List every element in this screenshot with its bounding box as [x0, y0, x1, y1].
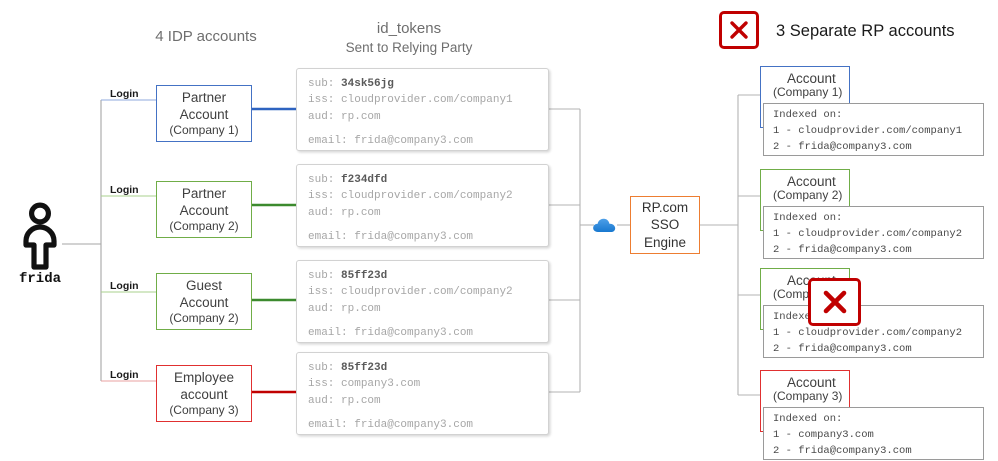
rp-account-title: Account: [787, 375, 836, 390]
rp-index-card-3: Indexed on: 1 - cloudprovider.com/compan…: [763, 305, 984, 358]
id-token-box-3: sub: 85ff23d iss: cloudprovider.com/comp…: [296, 260, 549, 343]
token-sub-row: sub: f234dfd: [308, 174, 388, 186]
idp-account-line3: (Company 3): [169, 403, 239, 418]
token-sub-value: 85ff23d: [341, 270, 388, 282]
idp-account-line1: Guest: [185, 277, 223, 293]
rp-index-card-1: Indexed on: 1 - cloudprovider.com/compan…: [763, 103, 984, 156]
header-id-tokens-subtitle: Sent to Relying Party: [345, 40, 473, 55]
token-iss-row: iss: company3.com: [308, 378, 421, 391]
index-label: Indexed on:: [773, 109, 843, 121]
rp-account-subtitle: (Company 2): [773, 188, 843, 202]
token-iss-row: iss: cloudprovider.com/company2: [308, 190, 513, 203]
x-icon: [730, 21, 748, 39]
header-rp-accounts: 3 Separate RP accounts: [776, 22, 955, 40]
login-label-3: Login: [110, 280, 139, 292]
idp-account-box-1[interactable]: Partner Account (Company 1): [156, 85, 252, 142]
index-label: Indexed on:: [773, 413, 843, 425]
token-sub-row: sub: 34sk56jg: [308, 78, 394, 90]
x-icon: [823, 290, 846, 314]
token-email-value: frida@company3.com: [354, 230, 474, 243]
rp-account-title: Account: [787, 71, 836, 86]
token-iss-value: cloudprovider.com/company1: [341, 94, 513, 107]
sso-engine-line2: SSO: [650, 217, 680, 233]
rp-account-title: Account: [787, 174, 836, 189]
idp-account-box-4[interactable]: Employee account (Company 3): [156, 365, 252, 422]
header-id-tokens: id_tokens: [376, 20, 442, 37]
token-iss-row: iss: cloudprovider.com/company2: [308, 286, 513, 299]
index-row: 1 - company3.com: [773, 428, 874, 441]
token-email-row: email: frida@company3.com: [308, 134, 474, 147]
token-aud-row: aud: rp.com: [308, 110, 381, 123]
index-row: 1 - cloudprovider.com/company2: [773, 326, 963, 339]
id-token-box-1: sub: 34sk56jg iss: cloudprovider.com/com…: [296, 68, 549, 151]
sso-engine-line3: Engine: [643, 234, 687, 250]
token-aud-row: aud: rp.com: [308, 302, 381, 315]
token-email-row: email: frida@company3.com: [308, 326, 474, 339]
token-aud-value: rp.com: [341, 110, 381, 123]
index-row: 2 - frida@company3.com: [773, 243, 912, 256]
token-email-row: email: frida@company3.com: [308, 230, 474, 243]
token-email-value: frida@company3.com: [354, 418, 474, 431]
login-label-4: Login: [110, 369, 139, 381]
token-aud-value: rp.com: [341, 206, 381, 219]
idp-account-box-3[interactable]: Guest Account (Company 2): [156, 273, 252, 330]
token-aud-row: aud: rp.com: [308, 394, 381, 407]
x-mark-duplicate-account: [808, 278, 861, 326]
token-email-value: frida@company3.com: [354, 326, 474, 339]
token-sub-value: f234dfd: [341, 174, 388, 186]
idp-account-line2: Account: [179, 202, 229, 218]
idp-account-line2: Account: [179, 106, 229, 122]
header-idp-accounts: 4 IDP accounts: [155, 28, 257, 45]
idp-account-line3: (Company 2): [169, 219, 239, 234]
token-sub-value: 85ff23d: [341, 362, 388, 374]
idp-account-line2: Account: [179, 294, 229, 310]
rp-account-subtitle: (Company 3): [773, 389, 843, 403]
token-sub-value: 34sk56jg: [341, 78, 394, 90]
idp-account-line3: (Company 1): [169, 123, 239, 138]
id-token-box-2: sub: f234dfd iss: cloudprovider.com/comp…: [296, 164, 549, 247]
token-aud-value: rp.com: [341, 302, 381, 315]
rp-index-card-4: Indexed on: 1 - company3.com 2 - frida@c…: [763, 407, 984, 460]
index-label: Indexed on:: [773, 212, 843, 224]
person-icon: [17, 202, 63, 275]
idp-account-line1: Partner: [181, 185, 227, 201]
idp-account-line2: account: [180, 386, 228, 402]
index-row: 2 - frida@company3.com: [773, 342, 912, 355]
token-iss-value: cloudprovider.com/company2: [341, 286, 513, 299]
rp-index-card-2: Indexed on: 1 - cloudprovider.com/compan…: [763, 206, 984, 259]
token-iss-value: company3.com: [341, 378, 421, 391]
x-mark-title: [719, 11, 759, 49]
cloud-icon: [592, 214, 618, 241]
id-token-box-4: sub: 85ff23d iss: company3.com aud: rp.c…: [296, 352, 549, 435]
token-sub-row: sub: 85ff23d: [308, 270, 388, 282]
index-row: 2 - frida@company3.com: [773, 444, 912, 457]
login-label-1: Login: [110, 88, 139, 100]
token-email-value: frida@company3.com: [354, 134, 474, 147]
token-aud-value: rp.com: [341, 394, 381, 407]
user-name-label: frida: [18, 271, 61, 287]
token-sub-row: sub: 85ff23d: [308, 362, 388, 374]
token-iss-value: cloudprovider.com/company2: [341, 190, 513, 203]
rp-account-subtitle: (Company 1): [773, 85, 843, 99]
index-row: 1 - cloudprovider.com/company2: [773, 227, 963, 240]
rp-sso-engine-box[interactable]: RP.com SSO Engine: [630, 196, 700, 254]
token-email-row: email: frida@company3.com: [308, 418, 474, 431]
sso-engine-line1: RP.com: [641, 199, 689, 215]
token-aud-row: aud: rp.com: [308, 206, 381, 219]
idp-account-line1: Partner: [181, 89, 227, 105]
token-iss-row: iss: cloudprovider.com/company1: [308, 94, 513, 107]
index-row: 2 - frida@company3.com: [773, 140, 912, 153]
index-label: Indexed on:: [773, 311, 842, 323]
idp-account-line3: (Company 2): [169, 311, 239, 326]
idp-account-line1: Employee: [173, 369, 235, 385]
idp-account-box-2[interactable]: Partner Account (Company 2): [156, 181, 252, 238]
login-label-2: Login: [110, 184, 139, 196]
index-row: 1 - cloudprovider.com/company1: [773, 124, 963, 137]
